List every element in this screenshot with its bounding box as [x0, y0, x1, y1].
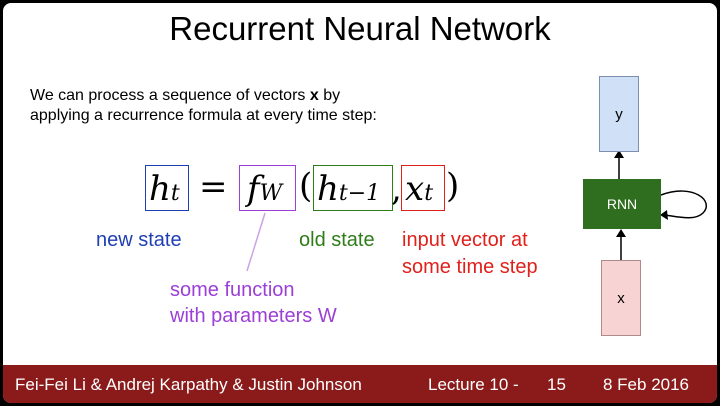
input-node-x: x: [601, 260, 641, 336]
footer-lecture: Lecture 10 -: [428, 375, 519, 394]
eq-x-letter: x: [405, 169, 425, 209]
footer-page: 15: [547, 375, 566, 394]
intro-line-1-pre: We can process a sequence of vectors: [30, 87, 310, 104]
footer-authors: Fei-Fei Li & Andrej Karpathy & Justin Jo…: [15, 375, 362, 394]
intro-line-2: applying a recurrence formula at every t…: [30, 107, 377, 124]
intro-bold-x: x: [309, 87, 319, 104]
eq-f-letter: f: [247, 169, 260, 209]
eq-close-paren: ): [446, 166, 460, 206]
eq-equals: =: [199, 167, 228, 207]
eq-h: ht: [149, 169, 180, 214]
function-label-2: with parameters W: [170, 305, 337, 327]
eq-f-sub: W: [259, 181, 283, 206]
intro-line-1: We can process a sequence of vectors x b…: [30, 86, 377, 106]
eq-h-prev-sub: t−1: [338, 181, 381, 206]
eq-h-prev: ht−1: [317, 169, 380, 214]
footer-date: 8 Feb 2016: [603, 375, 690, 394]
eq-comma: ,: [391, 169, 402, 209]
eq-f: fW: [247, 169, 282, 214]
slide-title: Recurrent Neural Network: [169, 10, 551, 47]
input-vector-label-2: some time step: [402, 256, 538, 278]
slide: Recurrent Neural Network We can process …: [3, 3, 717, 403]
function-label-1: some function: [170, 279, 295, 301]
output-node-y: y: [599, 76, 639, 152]
eq-h-prev-letter: h: [317, 169, 339, 209]
function-box: [239, 165, 296, 211]
intro-text: We can process a sequence of vectors x b…: [30, 86, 377, 126]
intro-line-1-post: by: [318, 87, 341, 104]
input-box: [401, 165, 445, 211]
eq-x-sub: t: [424, 181, 434, 206]
eq-x: xt: [405, 169, 433, 214]
new-state-label: new state: [96, 229, 182, 251]
rnn-node: RNN: [583, 179, 661, 229]
eq-h-letter: h: [149, 169, 171, 209]
eq-h-sub: t: [170, 181, 180, 206]
input-vector-label-1: input vector at: [402, 229, 528, 251]
slide-footer: Fei-Fei Li & Andrej Karpathy & Justin Jo…: [3, 365, 717, 403]
eq-open-paren: (: [299, 166, 313, 206]
old-state-box: [313, 165, 393, 211]
old-state-label: old state: [299, 229, 375, 251]
new-state-box: [145, 165, 189, 211]
